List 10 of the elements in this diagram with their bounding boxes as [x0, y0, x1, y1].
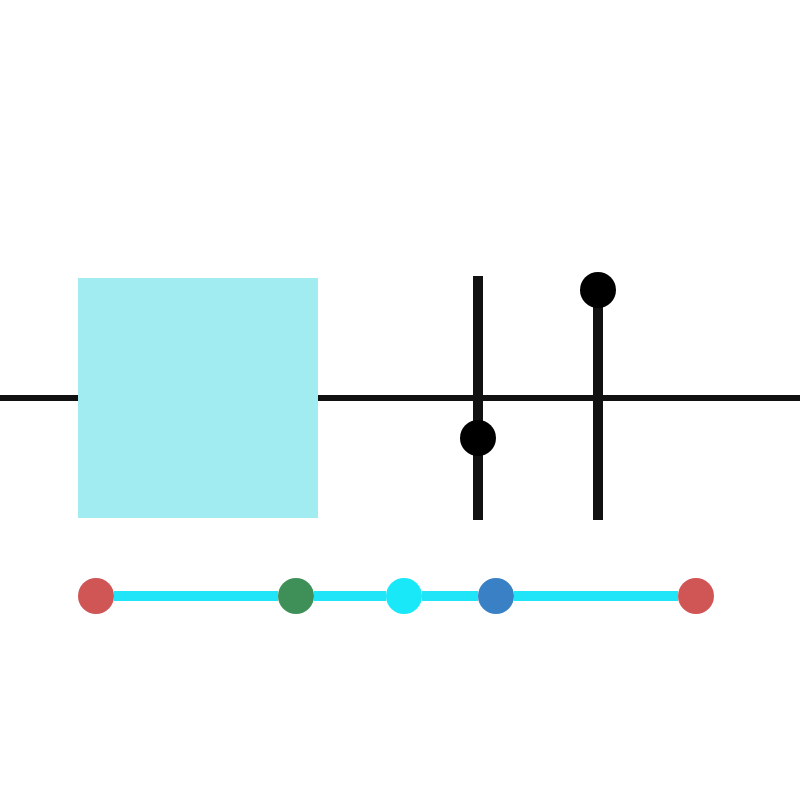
- dot-node: [478, 578, 514, 614]
- connector-line: [314, 591, 386, 601]
- dot-node: [386, 578, 422, 614]
- dot-node: [678, 578, 714, 614]
- dot-node: [278, 578, 314, 614]
- connector-line: [114, 591, 278, 601]
- dot-node: [78, 578, 114, 614]
- connector-line: [422, 591, 478, 601]
- gate-box: [78, 278, 318, 518]
- connector-line: [514, 591, 678, 601]
